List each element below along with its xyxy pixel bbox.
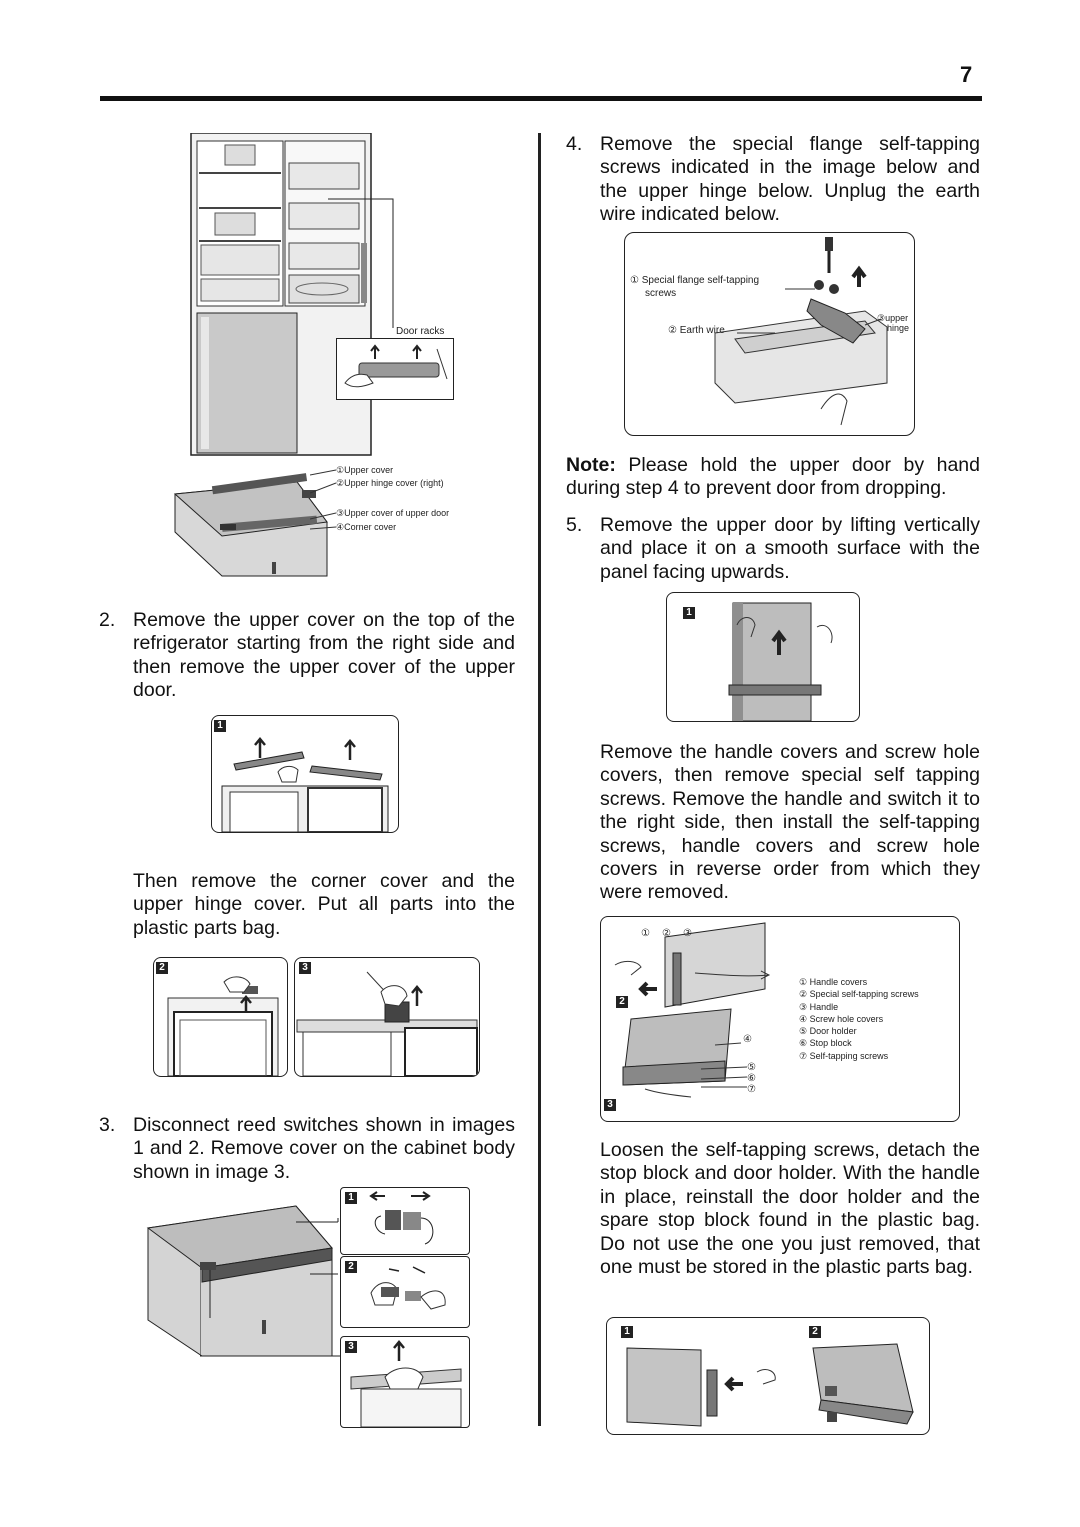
figure-badge: 1	[345, 1192, 357, 1204]
callout-5: ⑤	[747, 1062, 756, 1073]
step-4: 4. Remove the special flange self-tappin…	[566, 133, 980, 227]
part-upper-hinge-cover: ②Upper hinge cover (right)	[336, 478, 444, 488]
cabinet-figure	[146, 1200, 336, 1356]
loosen-screws-text: Loosen the self-tapping screws, detach t…	[600, 1139, 980, 1279]
fridge-door-racks-figure	[185, 133, 475, 458]
door-racks-label: Door racks	[396, 326, 445, 337]
handle-legend: ① Handle covers ② Special self-tapping s…	[799, 976, 919, 1062]
step-2-figure: 1	[211, 715, 399, 833]
legend-screws: ⑦ Self-tapping screws	[799, 1050, 889, 1061]
handle-part-numbers: ①②③	[641, 928, 704, 939]
legend-screw-hole-covers: ④ Screw hole covers	[799, 1013, 884, 1024]
cabinet-cover-figure-3: 3	[340, 1336, 470, 1428]
corner-cover-text: Then remove the corner cover and the upp…	[133, 870, 515, 939]
hinge-cover-figure: 3	[294, 957, 480, 1077]
handle-covers-text: Remove the handle covers and screw hole …	[600, 741, 980, 904]
step-2: 2. Remove the upper cover on the top of …	[99, 609, 515, 703]
step-3-text: Disconnect reed switches shown in images…	[133, 1114, 515, 1183]
figure-badge: 3	[345, 1341, 357, 1353]
stop-block-figure: 1 2	[606, 1317, 930, 1435]
step-4-text: Remove the special flange self-tapping s…	[600, 133, 980, 226]
label-upper-hinge-2: hinge	[887, 323, 910, 333]
step-2-text: Remove the upper cover on the top of the…	[133, 609, 515, 702]
hinge-screws-figure: ① Special flange self-tapping screws ② E…	[624, 232, 915, 436]
note-text: Please hold the upper door by hand durin…	[566, 454, 980, 500]
note-label: Note:	[566, 454, 616, 476]
step-3: 3. Disconnect reed switches shown in ima…	[99, 1114, 515, 1184]
callout-7: ⑦	[747, 1084, 756, 1095]
corner-cover-figure: 2	[153, 957, 288, 1077]
step-5-text: Remove the upper door by lifting vertica…	[600, 514, 980, 583]
callout-6: ⑥	[747, 1073, 756, 1084]
figure-badge: 2	[809, 1326, 821, 1338]
door-rack-detail-figure	[336, 338, 454, 400]
figure-badge: 3	[604, 1099, 616, 1111]
figure-badge: 1	[683, 607, 695, 619]
cabinet-leader-lines	[296, 1218, 339, 1275]
handle-switch-figure: ①②③ 2 3 ④ ⑤ ⑥ ⑦ ① Handle covers ② Specia…	[600, 916, 960, 1122]
column-divider	[538, 133, 541, 1426]
part-upper-cover: ①Upper cover	[336, 465, 394, 475]
reed-switch-figure-1: 1	[340, 1187, 470, 1255]
legend-handle: ③ Handle	[799, 1001, 839, 1012]
label-earth-wire: ② Earth wire	[668, 325, 725, 336]
legend-self-tapping-screws: ② Special self-tapping screws	[799, 989, 919, 1000]
reed-switch-figure-2: 2	[340, 1256, 470, 1328]
top-parts-legend: ①Upper cover ②Upper hinge cover (right) …	[310, 463, 470, 539]
step-2-number: 2.	[99, 609, 116, 631]
step-4-number: 4.	[566, 133, 583, 155]
step-5: 5. Remove the upper door by lifting vert…	[566, 514, 980, 584]
header-rule	[100, 96, 982, 101]
figure-badge: 1	[214, 720, 226, 732]
figure-badge: 2	[345, 1261, 357, 1273]
lift-door-figure: 1	[666, 592, 860, 722]
label-upper-hinge: ③upper	[877, 313, 909, 323]
note: Note: Please hold the upper door by hand…	[566, 454, 980, 501]
step-5-number: 5.	[566, 514, 583, 536]
figure-badge: 2	[616, 996, 628, 1008]
label-flange-screws-2: screws	[645, 288, 677, 299]
legend-handle-covers: ① Handle covers	[799, 977, 868, 987]
legend-door-holder: ⑤ Door holder	[799, 1026, 857, 1037]
figure-badge: 3	[299, 962, 311, 974]
figure-badge: 2	[156, 962, 168, 974]
part-corner-cover: ④Corner cover	[336, 522, 397, 532]
top-covers-figure	[172, 462, 332, 577]
step-3-number: 3.	[99, 1114, 116, 1136]
callout-4: ④	[743, 1034, 752, 1045]
label-flange-screws: ① Special flange self-tapping	[630, 275, 760, 286]
part-upper-cover-door: ③Upper cover of upper door	[336, 508, 450, 518]
figure-badge: 1	[621, 1326, 633, 1338]
cabinet-leader-line-3	[200, 1270, 340, 1357]
legend-stop-block: ⑥ Stop block	[799, 1038, 852, 1049]
page-number: 7	[960, 62, 973, 87]
